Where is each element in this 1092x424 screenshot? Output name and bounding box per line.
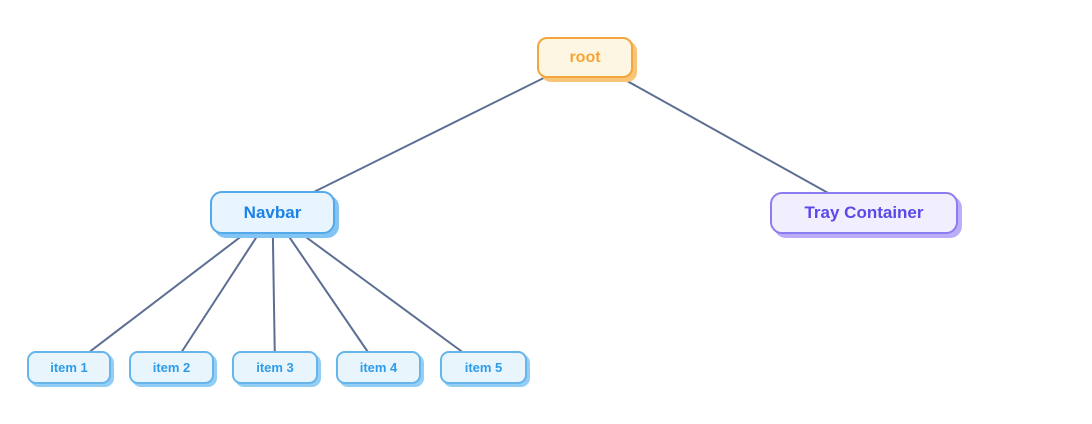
node-label: item 4 xyxy=(359,360,398,375)
node-label: item 3 xyxy=(256,360,294,375)
edge-navbar-to-item-3 xyxy=(271,212,276,368)
node-tray-container[interactable]: Tray Container xyxy=(770,192,958,234)
edge-navbar-to-item-2 xyxy=(170,211,274,369)
edge-root-to-navbar xyxy=(272,56,586,214)
node-label: root xyxy=(569,48,601,66)
edge-navbar-to-item-5 xyxy=(271,211,485,369)
node-label: Tray Container xyxy=(804,203,924,222)
edge-navbar-to-item-4 xyxy=(271,211,380,369)
node-root[interactable]: root xyxy=(537,37,633,78)
node-label: Navbar xyxy=(243,202,302,222)
node-item-5[interactable]: item 5 xyxy=(440,351,527,384)
node-item-4[interactable]: item 4 xyxy=(336,351,421,384)
node-label: item 5 xyxy=(464,360,503,375)
node-item-3[interactable]: item 3 xyxy=(232,351,318,384)
node-item-1[interactable]: item 1 xyxy=(27,351,111,384)
node-label: item 1 xyxy=(50,360,88,375)
edge-navbar-to-item-1 xyxy=(68,211,274,369)
edge-root-to-tray-container xyxy=(584,56,865,214)
node-navbar[interactable]: Navbar xyxy=(210,191,335,234)
node-label: item 2 xyxy=(152,360,191,375)
node-item-2[interactable]: item 2 xyxy=(129,351,214,384)
